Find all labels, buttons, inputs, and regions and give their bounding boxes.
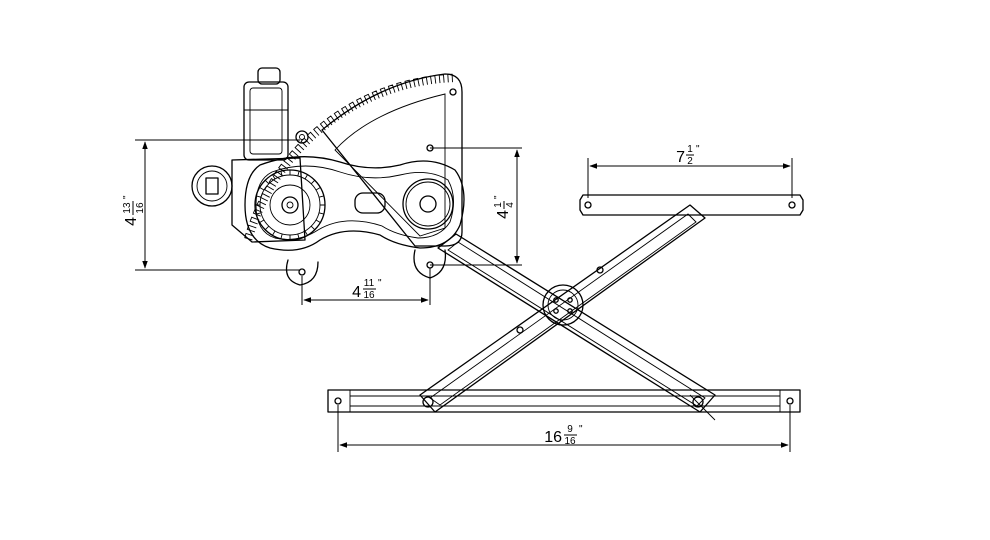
lower-rail [327, 389, 801, 413]
svg-text:": " [122, 195, 133, 199]
dimension-upper-channel-whole: 7 [676, 149, 685, 166]
svg-text:4: 4 [495, 210, 512, 219]
dimension-lower-rail-whole: 16 [544, 429, 562, 446]
svg-text:4: 4 [505, 202, 516, 208]
dimension-mount-vertical [430, 147, 522, 266]
motor-housing [191, 67, 326, 243]
svg-text:16: 16 [135, 202, 146, 214]
dimension-lower-rail-unit: " [579, 424, 583, 435]
svg-text:1: 1 [493, 202, 504, 208]
dimension-lower-rail-den: 16 [564, 436, 576, 447]
svg-text:4: 4 [123, 217, 140, 226]
dimension-upper-channel-num: 1 [687, 144, 693, 155]
dimension-mount-spacing-num: 11 [364, 278, 375, 289]
sector-gear [244, 73, 463, 247]
dimension-mount-vertical-label: 4 1 4 " [493, 195, 516, 219]
scissor-arm-main [437, 233, 716, 421]
dimension-upper-channel: 7 1 2 " [587, 144, 793, 198]
upper-glass-channel [579, 194, 804, 216]
dimension-lower-rail-num: 9 [567, 424, 573, 435]
dimension-mount-spacing-den: 16 [363, 290, 375, 301]
dimension-upper-channel-unit: " [696, 144, 700, 155]
dimension-upper-channel-den: 2 [687, 156, 693, 167]
dimension-mount-spacing: 4 11 16 " [301, 268, 431, 305]
dimension-height-total-label: 4 13 16 " [122, 195, 146, 226]
scissor-arm-cross [419, 204, 706, 413]
dimension-mount-spacing-whole: 4 [352, 284, 361, 301]
dimension-lower-rail: 16 9 16 " [337, 405, 791, 452]
svg-text:": " [493, 195, 504, 199]
dimension-height-total [135, 139, 300, 271]
svg-text:13: 13 [122, 202, 133, 214]
center-pivot [516, 266, 604, 334]
dimension-mount-spacing-unit: " [378, 278, 382, 289]
